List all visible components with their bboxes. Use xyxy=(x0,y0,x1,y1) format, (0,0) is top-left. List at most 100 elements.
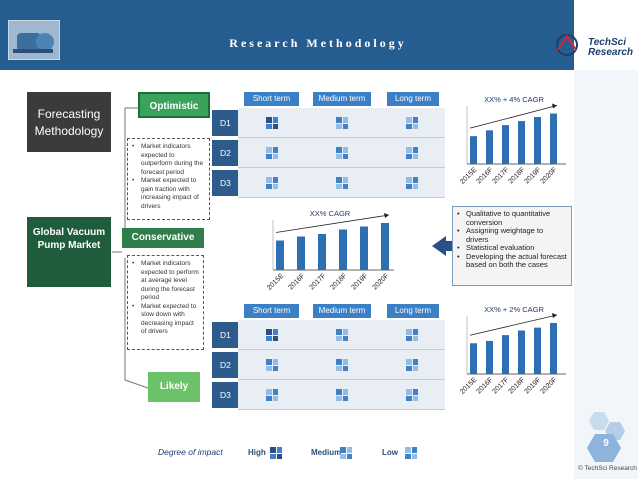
tick-label: 2020F xyxy=(539,166,558,185)
trend-arrow-line xyxy=(469,105,558,129)
low-impact-icon xyxy=(406,117,418,129)
tick-label: 2015E xyxy=(266,272,285,291)
chart-bar xyxy=(550,322,557,374)
tick-label: 2019F xyxy=(523,166,542,185)
medium-impact-icon xyxy=(336,389,348,401)
pump-image-icon xyxy=(13,33,54,53)
chart-bar xyxy=(534,117,541,164)
chart-bar xyxy=(518,121,525,164)
row-divider xyxy=(238,137,445,138)
tick-label: 2017F xyxy=(308,272,327,291)
methodology-steps-box: Qualitative to quantitative conversion A… xyxy=(452,206,572,286)
legend-label-medium: Medium xyxy=(311,448,342,457)
chart-bar xyxy=(502,125,509,164)
tick-label: 2018F xyxy=(507,166,526,185)
chart-bar xyxy=(381,223,389,270)
global-vacuum-pump-market-box: Global Vacuum Pump Market xyxy=(27,217,111,287)
tick-label: 2016F xyxy=(475,376,494,395)
medium-impact-icon xyxy=(266,359,278,371)
low-impact-icon xyxy=(406,147,418,159)
arrow-left-icon xyxy=(432,236,452,256)
row-label-d1-top: D1 xyxy=(212,110,238,136)
trend-arrow-head xyxy=(552,103,557,109)
techsci-logo-text: TechSci Research xyxy=(588,38,633,58)
tick-label: 2016F xyxy=(475,166,494,185)
low-impact-icon xyxy=(406,389,418,401)
legend-label-high: High xyxy=(248,448,266,457)
tick-label: 2018F xyxy=(507,376,526,395)
row-divider xyxy=(238,167,445,168)
trend-arrow-line xyxy=(469,314,558,336)
copyright-text: © TechSci Research xyxy=(578,465,637,472)
tick-label: 2017F xyxy=(491,166,510,185)
high-impact-icon xyxy=(266,117,278,129)
tick-label: 2015E xyxy=(459,166,478,185)
chart-bar xyxy=(470,343,477,374)
chart-title: XX% + 4% CAGR xyxy=(484,95,544,104)
method-step: Developing the actual forecast based on … xyxy=(457,252,567,270)
row-label-d2-bottom: D2 xyxy=(212,352,238,378)
low-impact-icon xyxy=(266,147,278,159)
page-number: 9 xyxy=(603,438,609,449)
chart-bar xyxy=(550,113,557,164)
term-medium-top: Medium term xyxy=(313,92,371,106)
tick-label: 2019F xyxy=(350,272,369,291)
trend-arrow-line xyxy=(275,214,390,233)
legend-label-low: Low xyxy=(382,448,398,457)
low-impact-icon xyxy=(406,359,418,371)
chart-bar xyxy=(502,335,509,374)
row-divider xyxy=(238,409,445,410)
medium-impact-icon xyxy=(336,147,348,159)
scenario-conservative: Conservative xyxy=(122,228,204,248)
chart-bar xyxy=(534,327,541,374)
row-divider xyxy=(238,349,445,350)
right-sidebar xyxy=(574,70,638,479)
row-divider xyxy=(238,197,445,198)
bullet-item: Market expected to gain traction with in… xyxy=(132,177,205,211)
impact-grid-bottom xyxy=(238,320,445,410)
tick-label: 2015E xyxy=(459,376,478,395)
trend-arrow-head xyxy=(384,213,389,218)
techsci-logo-icon xyxy=(556,34,578,56)
row-label-d3-bottom: D3 xyxy=(212,382,238,408)
bar-chart-optimistic: XX% + 4% CAGR 2015E2016F2017F2018F2019F20… xyxy=(459,95,566,186)
low-impact-icon xyxy=(266,177,278,189)
trend-arrow-head xyxy=(552,312,557,318)
conservative-bullets: Market indicators expected to perform at… xyxy=(127,255,204,350)
bullet-item: Market expected to slow down with decrea… xyxy=(132,303,199,337)
legend-medium-icon xyxy=(340,447,352,459)
impact-grid-top xyxy=(238,108,445,198)
medium-impact-icon xyxy=(336,177,348,189)
term-short-bottom: Short term xyxy=(244,304,299,318)
medium-impact-icon xyxy=(336,329,348,341)
method-step: Statistical evaluation xyxy=(457,243,567,253)
term-long-top: Long term xyxy=(387,92,439,106)
chart-bar xyxy=(318,234,326,270)
slide-title: Research Methodology xyxy=(229,36,407,50)
row-label-d2-top: D2 xyxy=(212,140,238,166)
chart-bar xyxy=(360,226,368,270)
chart-title: XX% CAGR xyxy=(310,209,351,218)
row-divider xyxy=(238,379,445,380)
logo-line-2: Research xyxy=(588,47,634,58)
chart-bar xyxy=(470,136,477,164)
forecasting-methodology-box: Forecasting Methodology xyxy=(27,92,111,152)
chart-title: XX% + 2% CAGR xyxy=(484,305,544,314)
chart-bar xyxy=(486,130,493,164)
vacuum-pump-thumbnail xyxy=(8,20,60,60)
medium-impact-icon xyxy=(336,117,348,129)
chart-bar xyxy=(339,229,347,270)
tick-label: 2018F xyxy=(329,272,348,291)
bullet-item: Market indicators expected to outperform… xyxy=(132,143,205,177)
high-impact-icon xyxy=(266,329,278,341)
chart-bar xyxy=(486,340,493,374)
term-short-top: Short term xyxy=(244,92,299,106)
legend-low-icon xyxy=(405,447,417,459)
tick-label: 2019F xyxy=(523,376,542,395)
term-long-bottom: Long term xyxy=(387,304,439,318)
optimistic-bullets: Market indicators expected to outperform… xyxy=(127,138,210,220)
